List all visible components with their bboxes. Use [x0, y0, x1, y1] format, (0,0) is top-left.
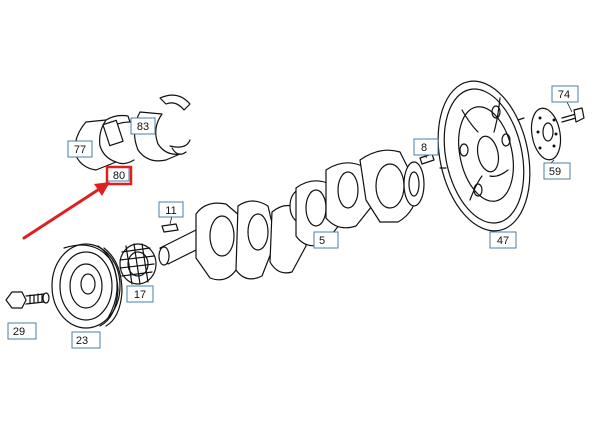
callout-29[interactable]: 29	[7, 322, 37, 340]
svg-text:83: 83	[137, 121, 149, 133]
callout-5[interactable]: 5	[313, 231, 339, 249]
callout-80[interactable]: 80	[105, 165, 133, 186]
washer-plate	[530, 107, 562, 161]
callout-8[interactable]: 8	[413, 138, 439, 156]
crankshaft	[158, 149, 425, 281]
svg-text:74: 74	[558, 89, 570, 101]
drive-plate	[437, 80, 531, 232]
svg-text:77: 77	[74, 144, 86, 156]
callout-47[interactable]: 47	[489, 231, 517, 249]
svg-text:5: 5	[319, 235, 325, 247]
svg-text:29: 29	[13, 326, 25, 338]
bearing-shells	[74, 94, 191, 171]
svg-text:11: 11	[165, 205, 176, 217]
callout-11[interactable]: 11	[158, 201, 184, 218]
crank-sprocket	[119, 243, 157, 285]
crankshaft-pulley	[51, 243, 123, 329]
svg-text:23: 23	[76, 335, 88, 347]
svg-text:47: 47	[497, 235, 509, 247]
flywheel-bolt	[561, 107, 585, 123]
svg-text:80: 80	[113, 170, 125, 182]
pulley-bolt	[5, 291, 50, 309]
callout-83[interactable]: 83	[130, 117, 156, 135]
callout-59[interactable]: 59	[543, 162, 571, 180]
woodruff-key	[161, 223, 179, 233]
svg-text:59: 59	[549, 166, 561, 178]
callout-74[interactable]: 74	[551, 85, 579, 103]
callout-17[interactable]: 17	[126, 285, 154, 303]
callout-77[interactable]: 77	[67, 140, 93, 158]
highlight-arrow	[22, 182, 110, 240]
svg-text:8: 8	[421, 142, 427, 154]
callout-23[interactable]: 23	[71, 331, 101, 349]
svg-text:17: 17	[134, 289, 146, 301]
